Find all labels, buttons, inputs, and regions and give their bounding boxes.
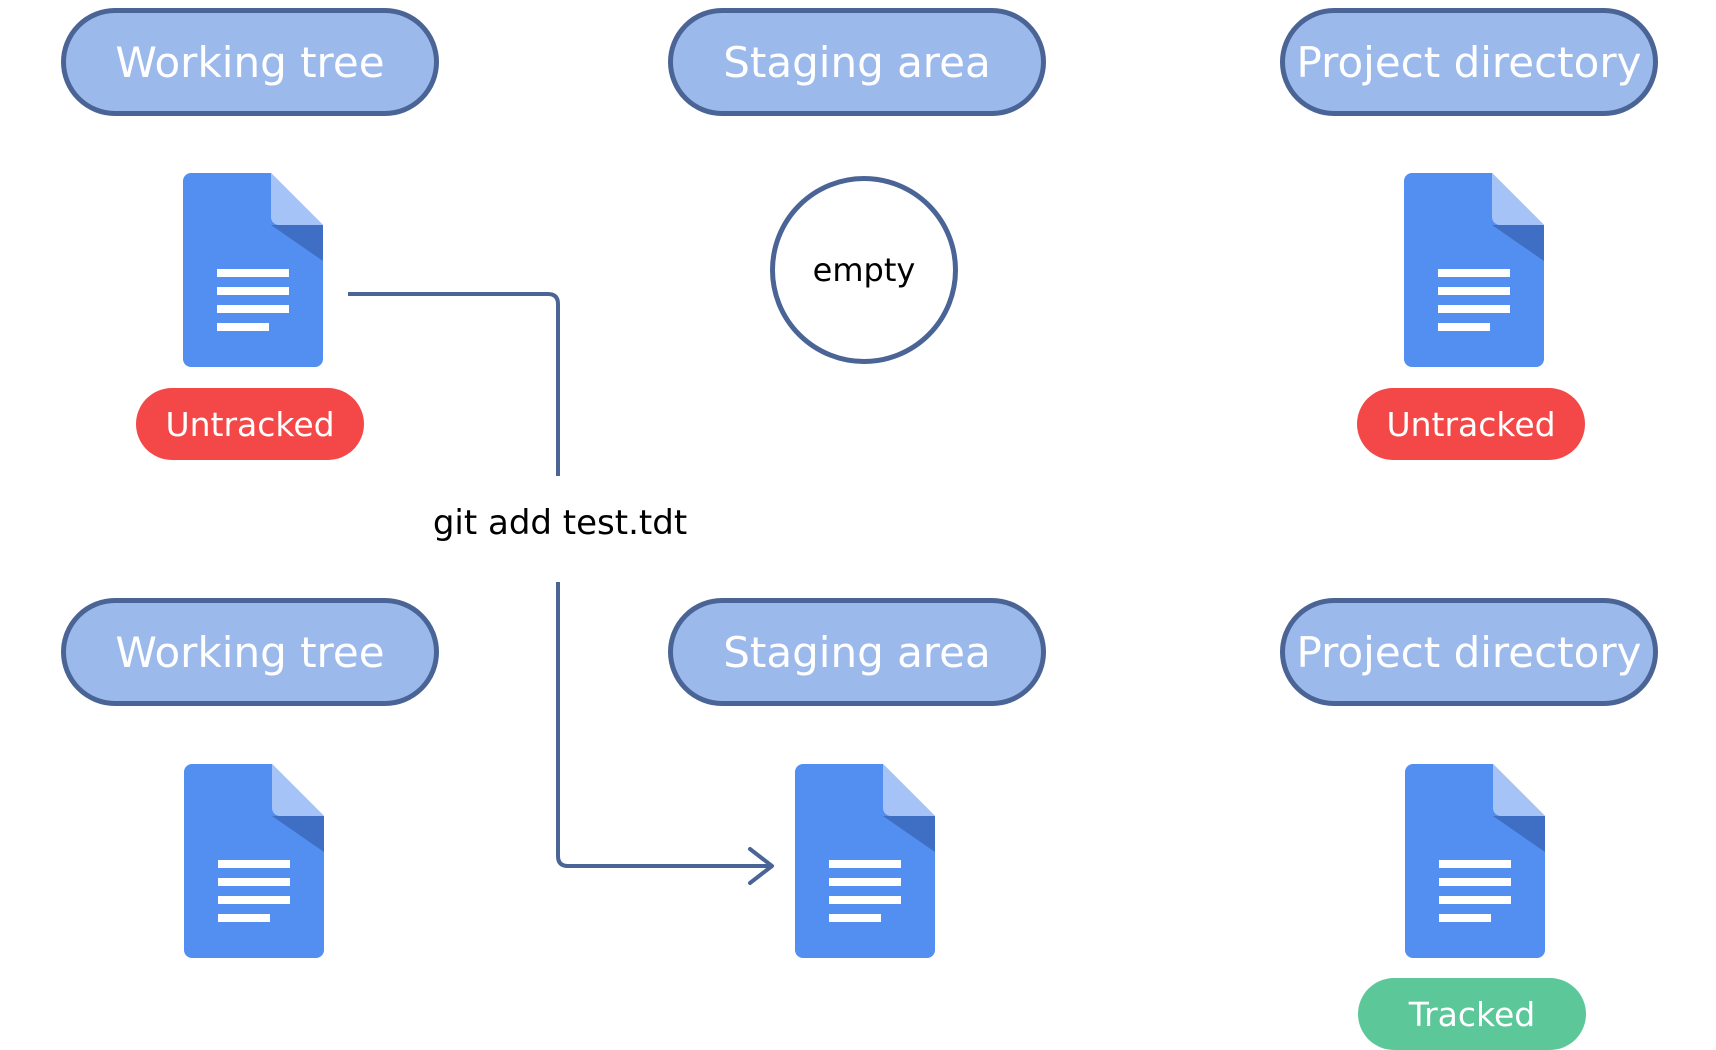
staging-area-label-top: Staging area xyxy=(723,37,991,87)
project-directory-pill-bottom: Project directory xyxy=(1280,598,1658,706)
staging-area-pill-top: Staging area xyxy=(668,8,1046,116)
working-tree-pill-bottom: Working tree xyxy=(61,598,439,706)
project-directory-pill-top: Project directory xyxy=(1280,8,1658,116)
untracked-badge-working-tree: Untracked xyxy=(136,388,364,460)
project-directory-label-bottom: Project directory xyxy=(1296,627,1642,677)
working-tree-label-bottom: Working tree xyxy=(115,627,385,677)
staging-area-label-bottom: Staging area xyxy=(723,627,991,677)
arrow-icon xyxy=(748,847,774,885)
project-directory-label-top: Project directory xyxy=(1296,37,1642,87)
document-icon xyxy=(1405,764,1545,958)
git-command-label: git add test.tdt xyxy=(432,503,688,543)
untracked-badge-label: Untracked xyxy=(165,404,335,444)
staging-empty-circle: empty xyxy=(770,176,958,364)
connector-line-upper xyxy=(348,292,560,476)
staging-area-pill-bottom: Staging area xyxy=(668,598,1046,706)
document-icon xyxy=(183,173,323,367)
document-icon xyxy=(1404,173,1544,367)
tracked-badge-label: Tracked xyxy=(1408,994,1536,1034)
working-tree-label-top: Working tree xyxy=(115,37,385,87)
untracked-badge-project-directory: Untracked xyxy=(1357,388,1585,460)
tracked-badge-project-directory: Tracked xyxy=(1358,978,1586,1050)
working-tree-pill-top: Working tree xyxy=(61,8,439,116)
untracked-badge-label: Untracked xyxy=(1386,404,1556,444)
document-icon xyxy=(795,764,935,958)
staging-empty-label: empty xyxy=(812,251,916,289)
document-icon xyxy=(184,764,324,958)
